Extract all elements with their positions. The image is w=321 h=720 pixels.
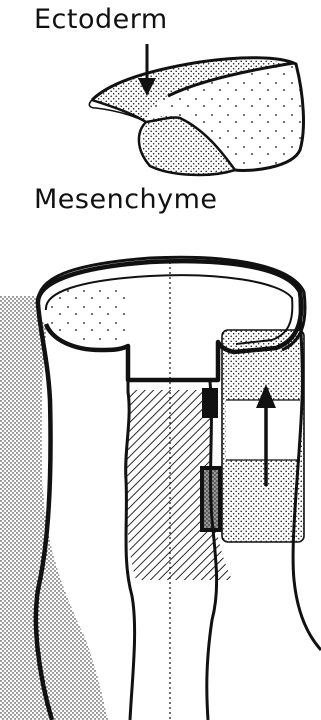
tissue-fragment <box>89 58 303 175</box>
limb-bud-section <box>0 257 321 720</box>
